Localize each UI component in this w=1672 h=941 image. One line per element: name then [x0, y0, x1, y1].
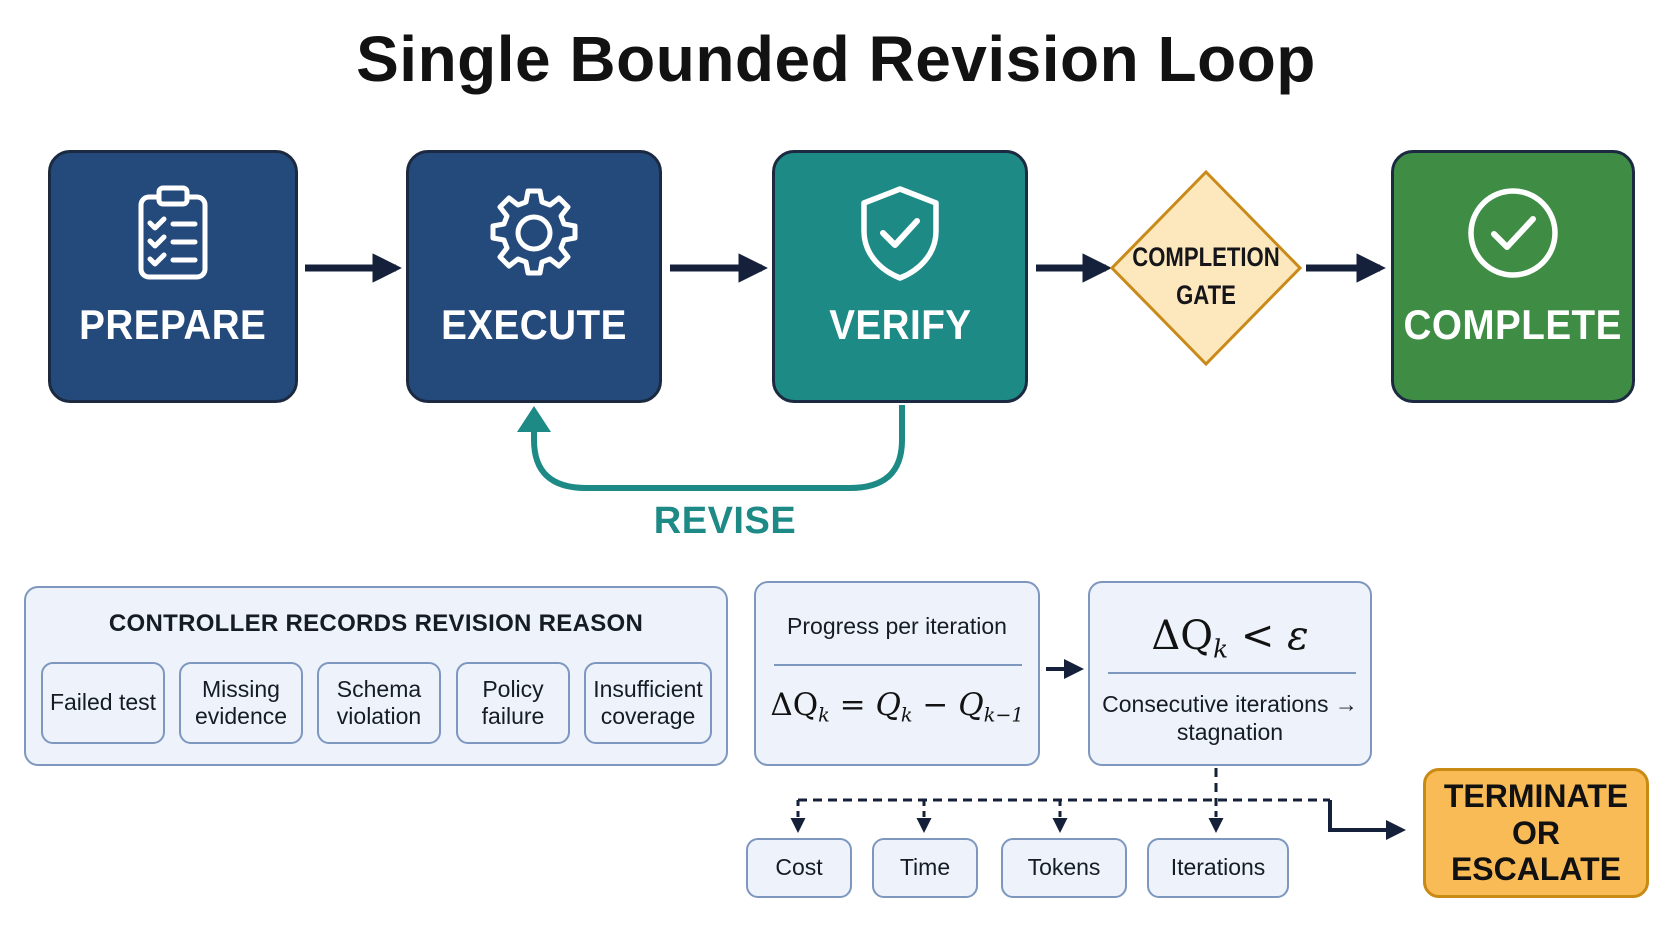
stage-verify-label: VERIFY [828, 301, 972, 348]
budget-chip-iterations: Iterations [1147, 838, 1289, 898]
stage-execute-label: EXECUTE [441, 301, 627, 348]
stagnation-text: Consecutive iterations → stagnation [1102, 691, 1358, 745]
progress-title: Progress per iteration [787, 613, 1007, 639]
revise-label: REVISE [653, 500, 797, 542]
reason-chip: Schema violation [317, 662, 441, 744]
gate-line-2: GATE [1176, 281, 1236, 311]
stage-complete-label: COMPLETE [1403, 301, 1623, 348]
stage-complete: COMPLETE [1391, 150, 1635, 403]
revise-arrowhead [517, 406, 551, 432]
reason-chip: Missing evidence [179, 662, 303, 744]
progress-panel: Progress per iteration ΔQk = Qk − Qk−1 [754, 581, 1040, 766]
shield-check-icon [861, 186, 939, 281]
gear-icon [490, 188, 578, 276]
reason-chip: Insufficient coverage [584, 662, 712, 744]
budget-chip-cost: Cost [746, 838, 852, 898]
progress-divider [774, 664, 1022, 666]
stagnation-panel: ΔQk < ε Consecutive iterations → stagnat… [1088, 581, 1372, 766]
clipboard-checklist-icon [138, 185, 208, 280]
stage-execute: EXECUTE [406, 150, 662, 403]
diagram-title: Single Bounded Revision Loop [356, 23, 1316, 95]
stagnation-divider [1108, 672, 1356, 674]
stage-prepare-label: PREPARE [79, 301, 267, 348]
reason-chip: Failed test [41, 662, 165, 744]
terminate-or-escalate-box: TERMINATE OR ESCALATE [1423, 768, 1649, 898]
stage-verify: VERIFY [772, 150, 1028, 403]
reason-chip: Policy failure [456, 662, 570, 744]
budget-chip-tokens: Tokens [1001, 838, 1127, 898]
stage-prepare: PREPARE [48, 150, 298, 403]
check-circle-icon [1468, 188, 1558, 278]
stagnation-formula: ΔQk < ε [1151, 613, 1309, 664]
revision-reasons-title: CONTROLLER RECORDS REVISION REASON [108, 610, 644, 637]
completion-gate: COMPLETION GATE [1110, 170, 1302, 366]
gate-line-1: COMPLETION [1132, 243, 1279, 273]
budget-chip-time: Time [872, 838, 978, 898]
arrow-to-terminate [1328, 800, 1406, 840]
revise-loop-arrow [531, 405, 905, 491]
progress-formula: ΔQk = Qk − Qk−1 [770, 687, 1024, 727]
